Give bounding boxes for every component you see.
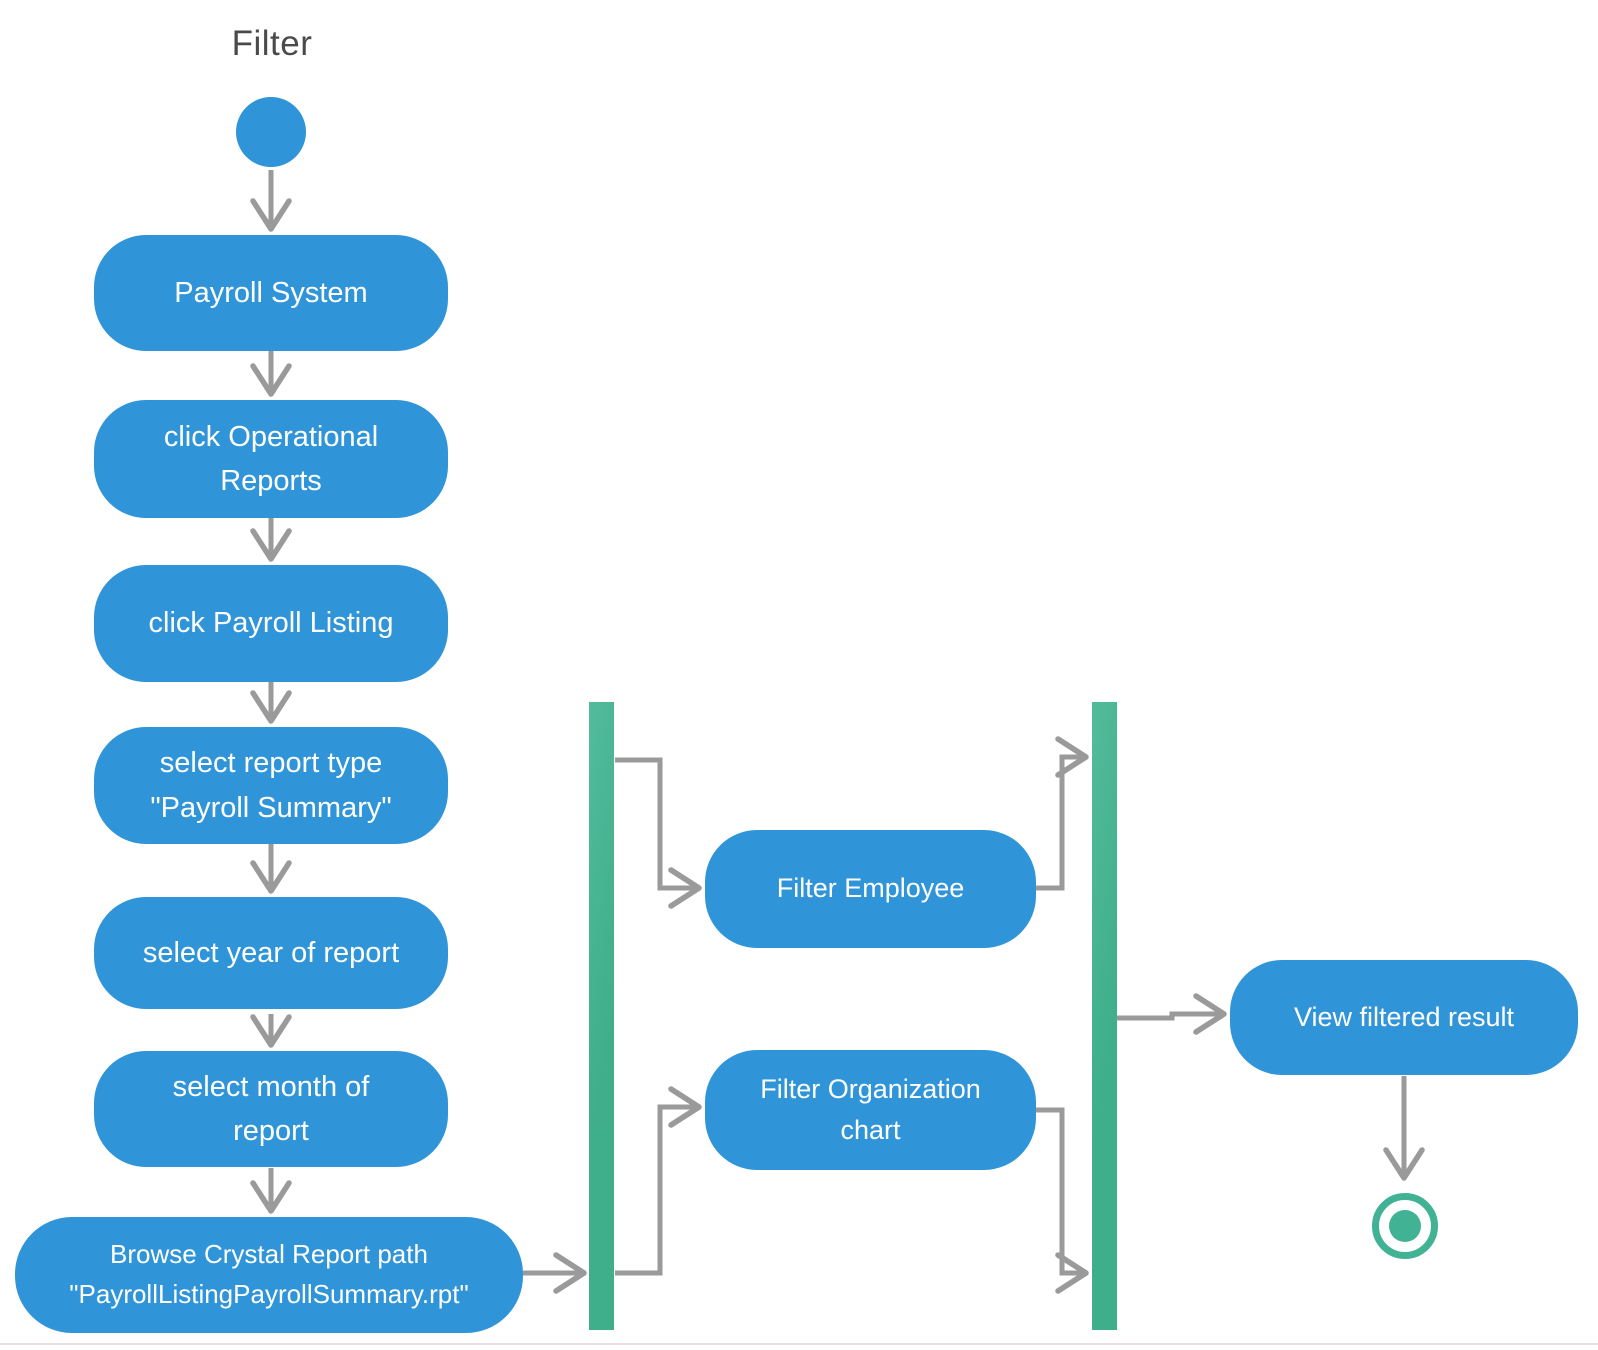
node-select-report-type: select report type "Payroll Summary" — [94, 727, 448, 844]
node-click-operational-reports: click Operational Reports — [94, 400, 448, 518]
node-filter-organization-chart: Filter Organization chart — [705, 1050, 1036, 1170]
start-node — [236, 97, 306, 167]
node-payroll-system: Payroll System — [94, 235, 448, 351]
join-bar — [1092, 702, 1117, 1330]
end-node-dot — [1389, 1210, 1421, 1242]
node-click-payroll-listing: click Payroll Listing — [94, 565, 448, 682]
arrow-fork-to-filter-employee — [615, 757, 702, 909]
arrow-filter-employee-to-join — [1036, 736, 1089, 891]
diagram-title: Filter — [231, 24, 313, 63]
end-node — [1372, 1193, 1438, 1259]
node-select-year: select year of report — [94, 897, 448, 1009]
fork-bar — [589, 702, 614, 1330]
arrow-fork-to-filter-organization — [615, 1086, 702, 1276]
arrow-filter-organization-to-join — [1036, 1107, 1089, 1294]
arrow-join-to-view-result — [1112, 993, 1227, 1035]
node-filter-employee: Filter Employee — [705, 830, 1036, 948]
node-view-filtered-result: View filtered result — [1230, 960, 1578, 1075]
node-select-month: select month of report — [94, 1051, 448, 1167]
node-browse-crystal-report: Browse Crystal Report path "PayrollListi… — [15, 1217, 523, 1333]
bottom-hairline — [0, 1343, 1598, 1345]
